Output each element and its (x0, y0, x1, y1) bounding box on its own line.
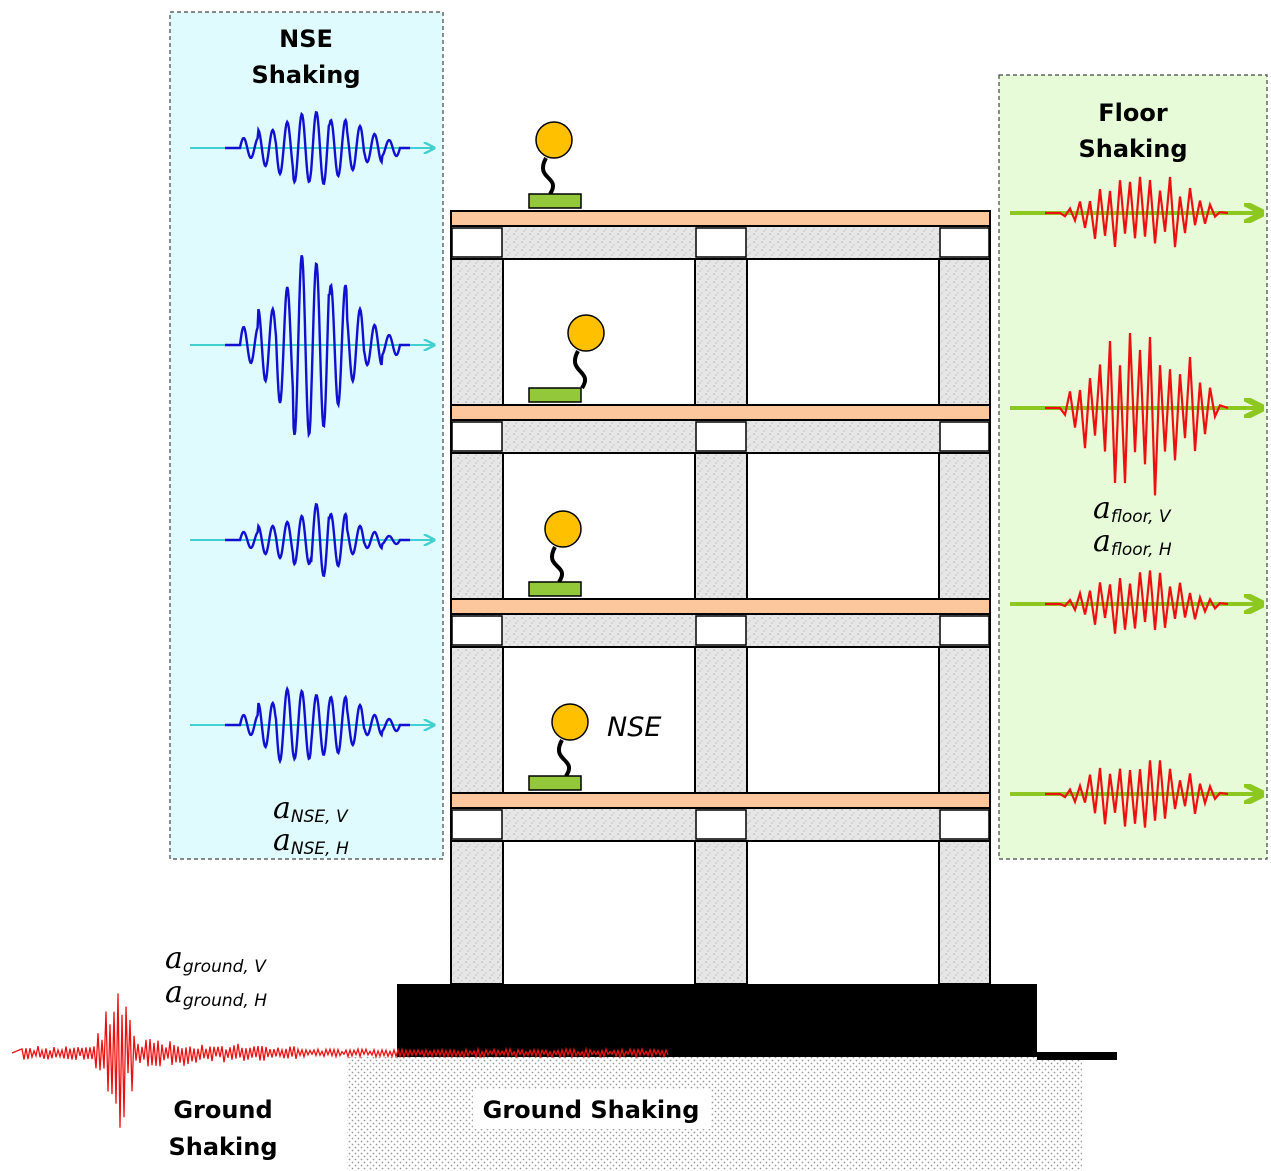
floor-accel-v-main: a (1093, 491, 1111, 526)
nse-waves (190, 110, 433, 765)
joint-2-3 (939, 421, 990, 452)
floor-accel-v-sub: floor, V (1111, 507, 1172, 527)
joint-3-2 (695, 615, 747, 646)
ground-label-line2: Shaking (168, 1133, 277, 1161)
floor-accel-h-main: a (1093, 524, 1111, 559)
nse-accel-v: aNSE, V (273, 791, 349, 827)
nse-base (528, 581, 582, 597)
nse-panel-title-line2: Shaking (251, 61, 360, 89)
floor-slab-3 (450, 598, 991, 615)
joint-4-2 (695, 809, 747, 840)
floor-wave-roof-signal (1045, 176, 1229, 248)
nse-accel-h: aNSE, H (273, 823, 349, 859)
ground-accel-v-sub: ground, V (183, 957, 267, 977)
joint-2-1 (451, 421, 503, 452)
nse-ball (551, 703, 589, 741)
floor-accel-h-sub: floor, H (1111, 540, 1172, 560)
foundation-slab (397, 984, 1037, 1057)
floor-panel-title-line1: Floor (1098, 99, 1168, 127)
floor-slab-1 (450, 210, 991, 227)
nse-base (528, 193, 582, 209)
nse-item-1 (528, 121, 582, 209)
ground-record (11, 993, 669, 1128)
ground-accel-h-main: a (165, 975, 183, 1010)
nse-wave-floor3-signal (225, 255, 410, 439)
floor-slab-2 (450, 404, 991, 421)
joint-1-3 (939, 227, 990, 258)
nse-accel-h-main: a (273, 823, 291, 858)
floor-wave-floor2-signal (1045, 570, 1229, 634)
nse-stem (550, 546, 564, 584)
nse-accel-h-sub: NSE, H (291, 839, 349, 859)
nse-ball (567, 314, 605, 352)
joint-4-3 (939, 809, 990, 840)
floor-accel-h: afloor, H (1093, 524, 1172, 560)
nse-stem (573, 350, 587, 390)
nse-panel-title-line1: NSE (279, 25, 333, 53)
joint-1-2 (695, 227, 747, 258)
floor-wave-floor3-signal (1045, 332, 1229, 496)
floor-slab-4 (450, 792, 991, 809)
building-frame (450, 210, 991, 985)
nse-wave-floor1-signal (225, 685, 410, 765)
nse-wave-floor2-signal (225, 502, 410, 578)
ground-surface-line (1037, 1052, 1117, 1060)
floor-panel-title-line2: Shaking (1078, 135, 1187, 163)
nse-accel-v-sub: NSE, V (291, 807, 349, 827)
nse-ball (544, 510, 582, 548)
joint-3-3 (939, 615, 990, 646)
nse-label: NSE (607, 712, 661, 743)
ground-accel-h-sub: ground, H (183, 991, 267, 1011)
ground-record-trace (11, 993, 669, 1128)
ground-accel-v-main: a (165, 941, 183, 976)
nse-ball (535, 121, 573, 159)
floor-accel-v: afloor, V (1093, 491, 1172, 527)
nse-item-3 (528, 510, 582, 597)
floor-waves (1010, 176, 1260, 828)
nse-base (528, 387, 582, 403)
joint-1-1 (451, 227, 503, 258)
joint-2-2 (695, 421, 747, 452)
floor-wave-floor1-signal (1045, 760, 1229, 828)
ground-accel-v: aground, V (165, 941, 267, 977)
nse-base (528, 775, 582, 791)
nse-item-2 (528, 314, 605, 403)
floor-panel (998, 74, 1268, 860)
nse-items (528, 121, 605, 791)
nse-wave-roof-signal (225, 110, 410, 186)
joint-3-1 (451, 615, 503, 646)
soil-label: Ground Shaking (483, 1096, 700, 1124)
nse-accel-v-main: a (273, 791, 291, 826)
ground-label-line1: Ground (173, 1096, 272, 1124)
ground-accel-h: aground, H (165, 975, 267, 1011)
joint-4-1 (451, 809, 503, 840)
nse-item-4 (528, 703, 589, 791)
nse-stem (557, 739, 571, 778)
nse-stem (541, 157, 555, 196)
soil-label-bg (473, 1089, 711, 1129)
soil-block (347, 1057, 1082, 1171)
